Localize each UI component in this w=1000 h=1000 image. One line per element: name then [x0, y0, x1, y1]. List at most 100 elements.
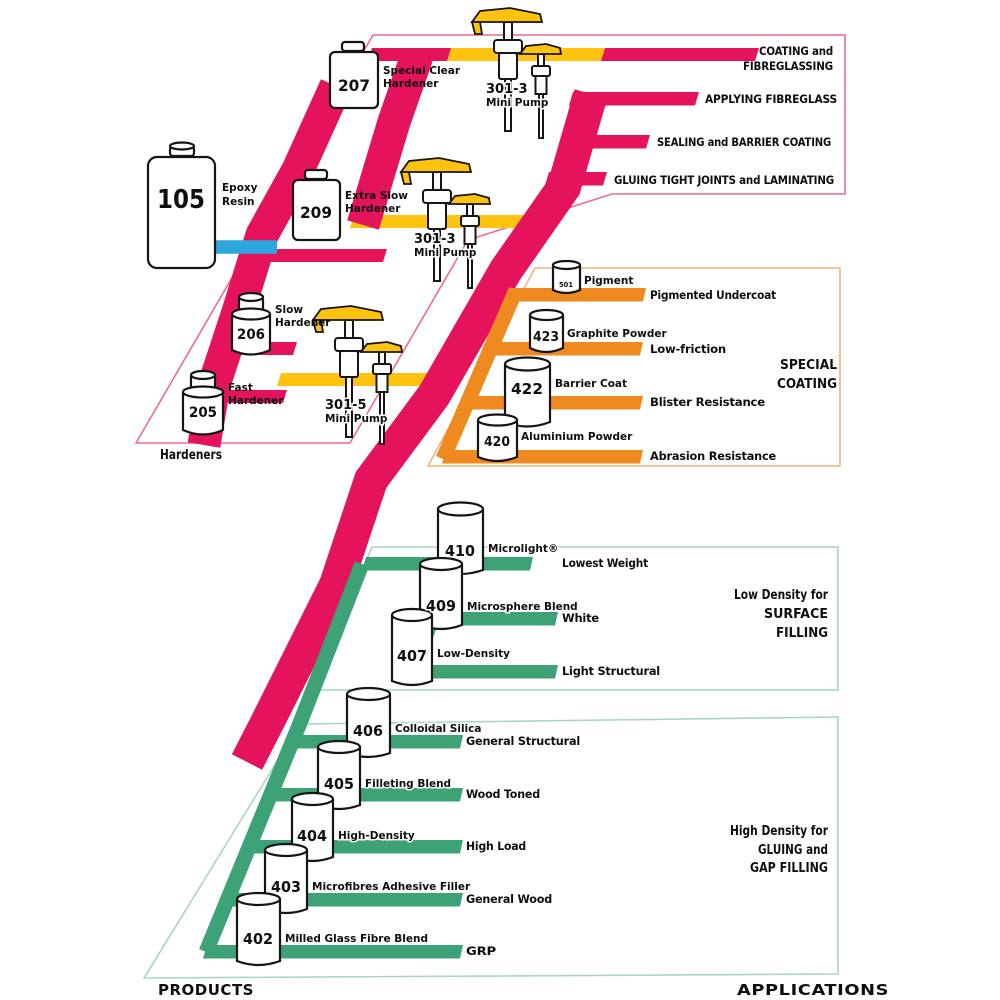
pump-301-5-icon [311, 305, 404, 445]
app-high-load: High Load [466, 839, 526, 853]
can-number-406: 406 [353, 722, 383, 740]
app-blister-resistance: Blister Resistance [650, 395, 765, 409]
app-wood-toned: Wood Toned [466, 787, 540, 801]
can-number-405: 405 [324, 775, 354, 793]
can-206 [230, 291, 272, 356]
title-gap-line3: GAP FILLING [750, 861, 828, 876]
title-surface-line1: Low Density for [734, 588, 828, 603]
low-friction-bar [486, 342, 643, 356]
app-light-structural: Light Structural [562, 664, 660, 678]
hardeners-caption: Hardeners [160, 448, 222, 463]
label-205-line1: Fast [228, 382, 253, 394]
can-207 [328, 40, 380, 110]
label-207-line1: Special Clear [383, 65, 461, 77]
app-pigmented-undercoat: Pigmented Undercoat [650, 288, 777, 302]
can-number-410: 410 [445, 542, 475, 560]
title-special-line1: SPECIAL [780, 358, 837, 373]
can-205 [181, 369, 225, 436]
pump-bar-bottom [277, 373, 462, 386]
app-general-wood: General Wood [466, 892, 552, 906]
coating-bar-left [368, 48, 451, 61]
title-gap-line2: GLUING and [758, 843, 828, 858]
pigmented-bar [508, 288, 646, 302]
gap-filling-section-outline [142, 716, 839, 979]
label-423: Graphite Powder [567, 328, 668, 340]
label-pump-middle-code: 301-3 [414, 232, 456, 247]
can-402 [235, 891, 282, 967]
epoxy-riser-line [347, 50, 433, 230]
label-209-line1: Extra Slow [345, 190, 408, 202]
blister-bar [464, 396, 643, 410]
title-special-line2: COATING [777, 377, 837, 392]
label-pump-middle-name: Mini Pump [414, 247, 477, 259]
footer-products: PRODUCTS [158, 981, 254, 999]
can-number-422: 422 [511, 380, 543, 398]
light-structural-bar [406, 665, 558, 679]
coating-spine-line [436, 287, 523, 462]
pump-301-3-top-icon [470, 7, 563, 139]
gluing-bar [545, 172, 607, 186]
app-lowest-weight: Lowest Weight [562, 556, 649, 570]
app-coating-line1: COATING and [759, 44, 833, 58]
label-422: Barrier Coat [555, 378, 627, 390]
app-sealing: SEALING and BARRIER COATING [657, 135, 831, 149]
app-applying-fibreglass: APPLYING FIBREGLASS [705, 92, 837, 106]
can-number-207: 207 [338, 76, 370, 95]
label-pump-top-name: Mini Pump [486, 97, 549, 109]
can-number-105: 105 [157, 185, 205, 215]
can-423 [528, 308, 565, 354]
footer-applications: APPLICATIONS [737, 981, 889, 999]
label-105-line1: Epoxy [222, 182, 258, 194]
label-206-line2: Hardener [275, 317, 331, 329]
label-420: Aluminium Powder [521, 431, 633, 443]
can-501 [551, 259, 582, 295]
label-406: Colloidal Silica [395, 723, 481, 735]
title-surface-line2: SURFACE [764, 607, 828, 622]
label-404: High-Density [338, 830, 415, 842]
label-410: Microlight® [488, 543, 558, 555]
can-number-209: 209 [300, 203, 332, 222]
label-407: Low-Density [437, 648, 510, 660]
app-abrasion-resistance: Abrasion Resistance [650, 449, 776, 463]
label-402: Milled Glass Fibre Blend [285, 933, 428, 945]
label-pump-bottom-name: Mini Pump [325, 413, 388, 425]
app-gluing: GLUING TIGHT JOINTS and LAMINATING [614, 173, 834, 187]
label-207-line2: Hardener [383, 78, 439, 90]
label-405: Filleting Blend [365, 778, 451, 790]
sealing-bar [558, 135, 650, 149]
can-number-205: 205 [189, 405, 217, 421]
abrasion-bar [442, 450, 643, 464]
can-number-407: 407 [397, 647, 427, 665]
can-number-501: 501 [559, 281, 573, 289]
coating-bar-right [601, 48, 759, 61]
label-105-line2: Resin [222, 196, 255, 208]
pump-301-3-middle-icon [399, 157, 492, 289]
can-number-402: 402 [243, 930, 273, 948]
label-205-line2: Hardener [228, 395, 284, 407]
can-407 [390, 607, 434, 687]
label-409: Microsphere Blend [467, 601, 578, 613]
applying-fibreglass-bar [569, 92, 699, 106]
can-105 [146, 141, 217, 270]
can-420 [476, 413, 519, 463]
app-white: White [562, 611, 599, 625]
can-406 [345, 686, 392, 759]
label-pump-bottom-code: 301-5 [325, 398, 367, 413]
app-general-structural: General Structural [466, 734, 580, 748]
high-density-spine-line [199, 561, 369, 955]
can-number-409: 409 [426, 597, 456, 615]
label-206-line1: Slow [275, 304, 303, 316]
can-number-420: 420 [484, 435, 510, 450]
can-number-404: 404 [297, 827, 327, 845]
app-coating-line2: FIBREGLASSING [743, 59, 833, 73]
can-209 [291, 168, 342, 242]
app-grp: GRP [466, 944, 496, 958]
can-405 [316, 739, 362, 811]
label-pump-top-code: 301-3 [486, 82, 528, 97]
title-gap-line1: High Density for [730, 824, 828, 839]
can-number-403: 403 [271, 878, 301, 896]
can-number-423: 423 [533, 330, 559, 345]
can-number-206: 206 [237, 327, 265, 343]
